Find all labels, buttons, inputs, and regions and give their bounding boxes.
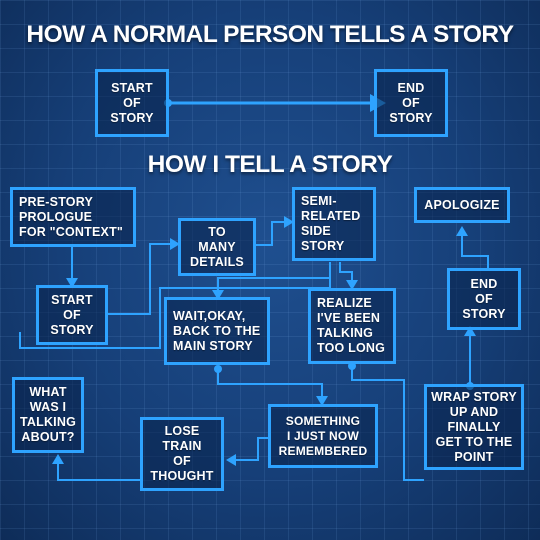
arrowhead — [346, 280, 358, 290]
arrowhead — [284, 216, 294, 228]
connector-realize-wrap — [351, 364, 424, 481]
what-was-i-talking-about-box: WHAT WAS I TALKING ABOUT? — [12, 377, 84, 453]
connector-dot — [348, 362, 356, 370]
normal-end-of-story-box: END OF STORY — [374, 69, 448, 137]
normal-person-title: HOW A NORMAL PERSON TELLS A STORY — [26, 21, 514, 48]
semi-related-side-story-box: SEMI- RELATED SIDE STORY — [292, 187, 376, 261]
arrowhead — [170, 238, 180, 250]
wait-okay-back-box: WAIT,OKAY, BACK TO THE MAIN STORY — [164, 297, 270, 365]
apologize-box: APOLOGIZE — [414, 187, 510, 223]
too-many-details-box: TO MANY DETAILS — [178, 218, 256, 276]
connector-details-semi — [255, 221, 286, 246]
lose-train-of-thought-box: LOSE TRAIN OF THOUGHT — [140, 417, 224, 491]
my-start-of-story-box: START OF STORY — [36, 285, 108, 345]
connector-loop — [19, 272, 331, 349]
arrowhead — [52, 454, 64, 464]
pre-story-prologue-box: PRE-STORY PROLOGUE FOR "CONTEXT" — [10, 187, 136, 247]
arrowhead — [66, 278, 78, 288]
arrowhead — [226, 454, 236, 466]
arrowhead — [212, 290, 224, 300]
connector-something-lose — [234, 437, 268, 461]
realize-talking-too-long-box: REALIZE I'VE BEEN TALKING TOO LONG — [308, 288, 396, 364]
my-end-of-story-box: END OF STORY — [447, 268, 521, 330]
normal-start-of-story-box: START OF STORY — [95, 69, 169, 137]
arrowhead — [456, 226, 468, 236]
how-i-tell-title: HOW I TELL A STORY — [147, 151, 393, 178]
connector-lose-what — [57, 462, 143, 481]
connector-start-details — [108, 243, 172, 315]
connector-semi-wait — [217, 262, 331, 292]
wrap-story-up-box: WRAP STORY UP AND FINALLY GET TO THE POI… — [424, 384, 524, 470]
arrowhead — [316, 396, 328, 406]
connector-dot — [214, 365, 222, 373]
connector-semi-realize — [339, 262, 353, 282]
arrowhead — [464, 326, 476, 336]
connector-end-apologize — [461, 234, 489, 270]
something-just-remembered-box: SOMETHING I JUST NOW REMEMBERED — [268, 404, 378, 468]
connector-wait-something — [217, 366, 323, 398]
